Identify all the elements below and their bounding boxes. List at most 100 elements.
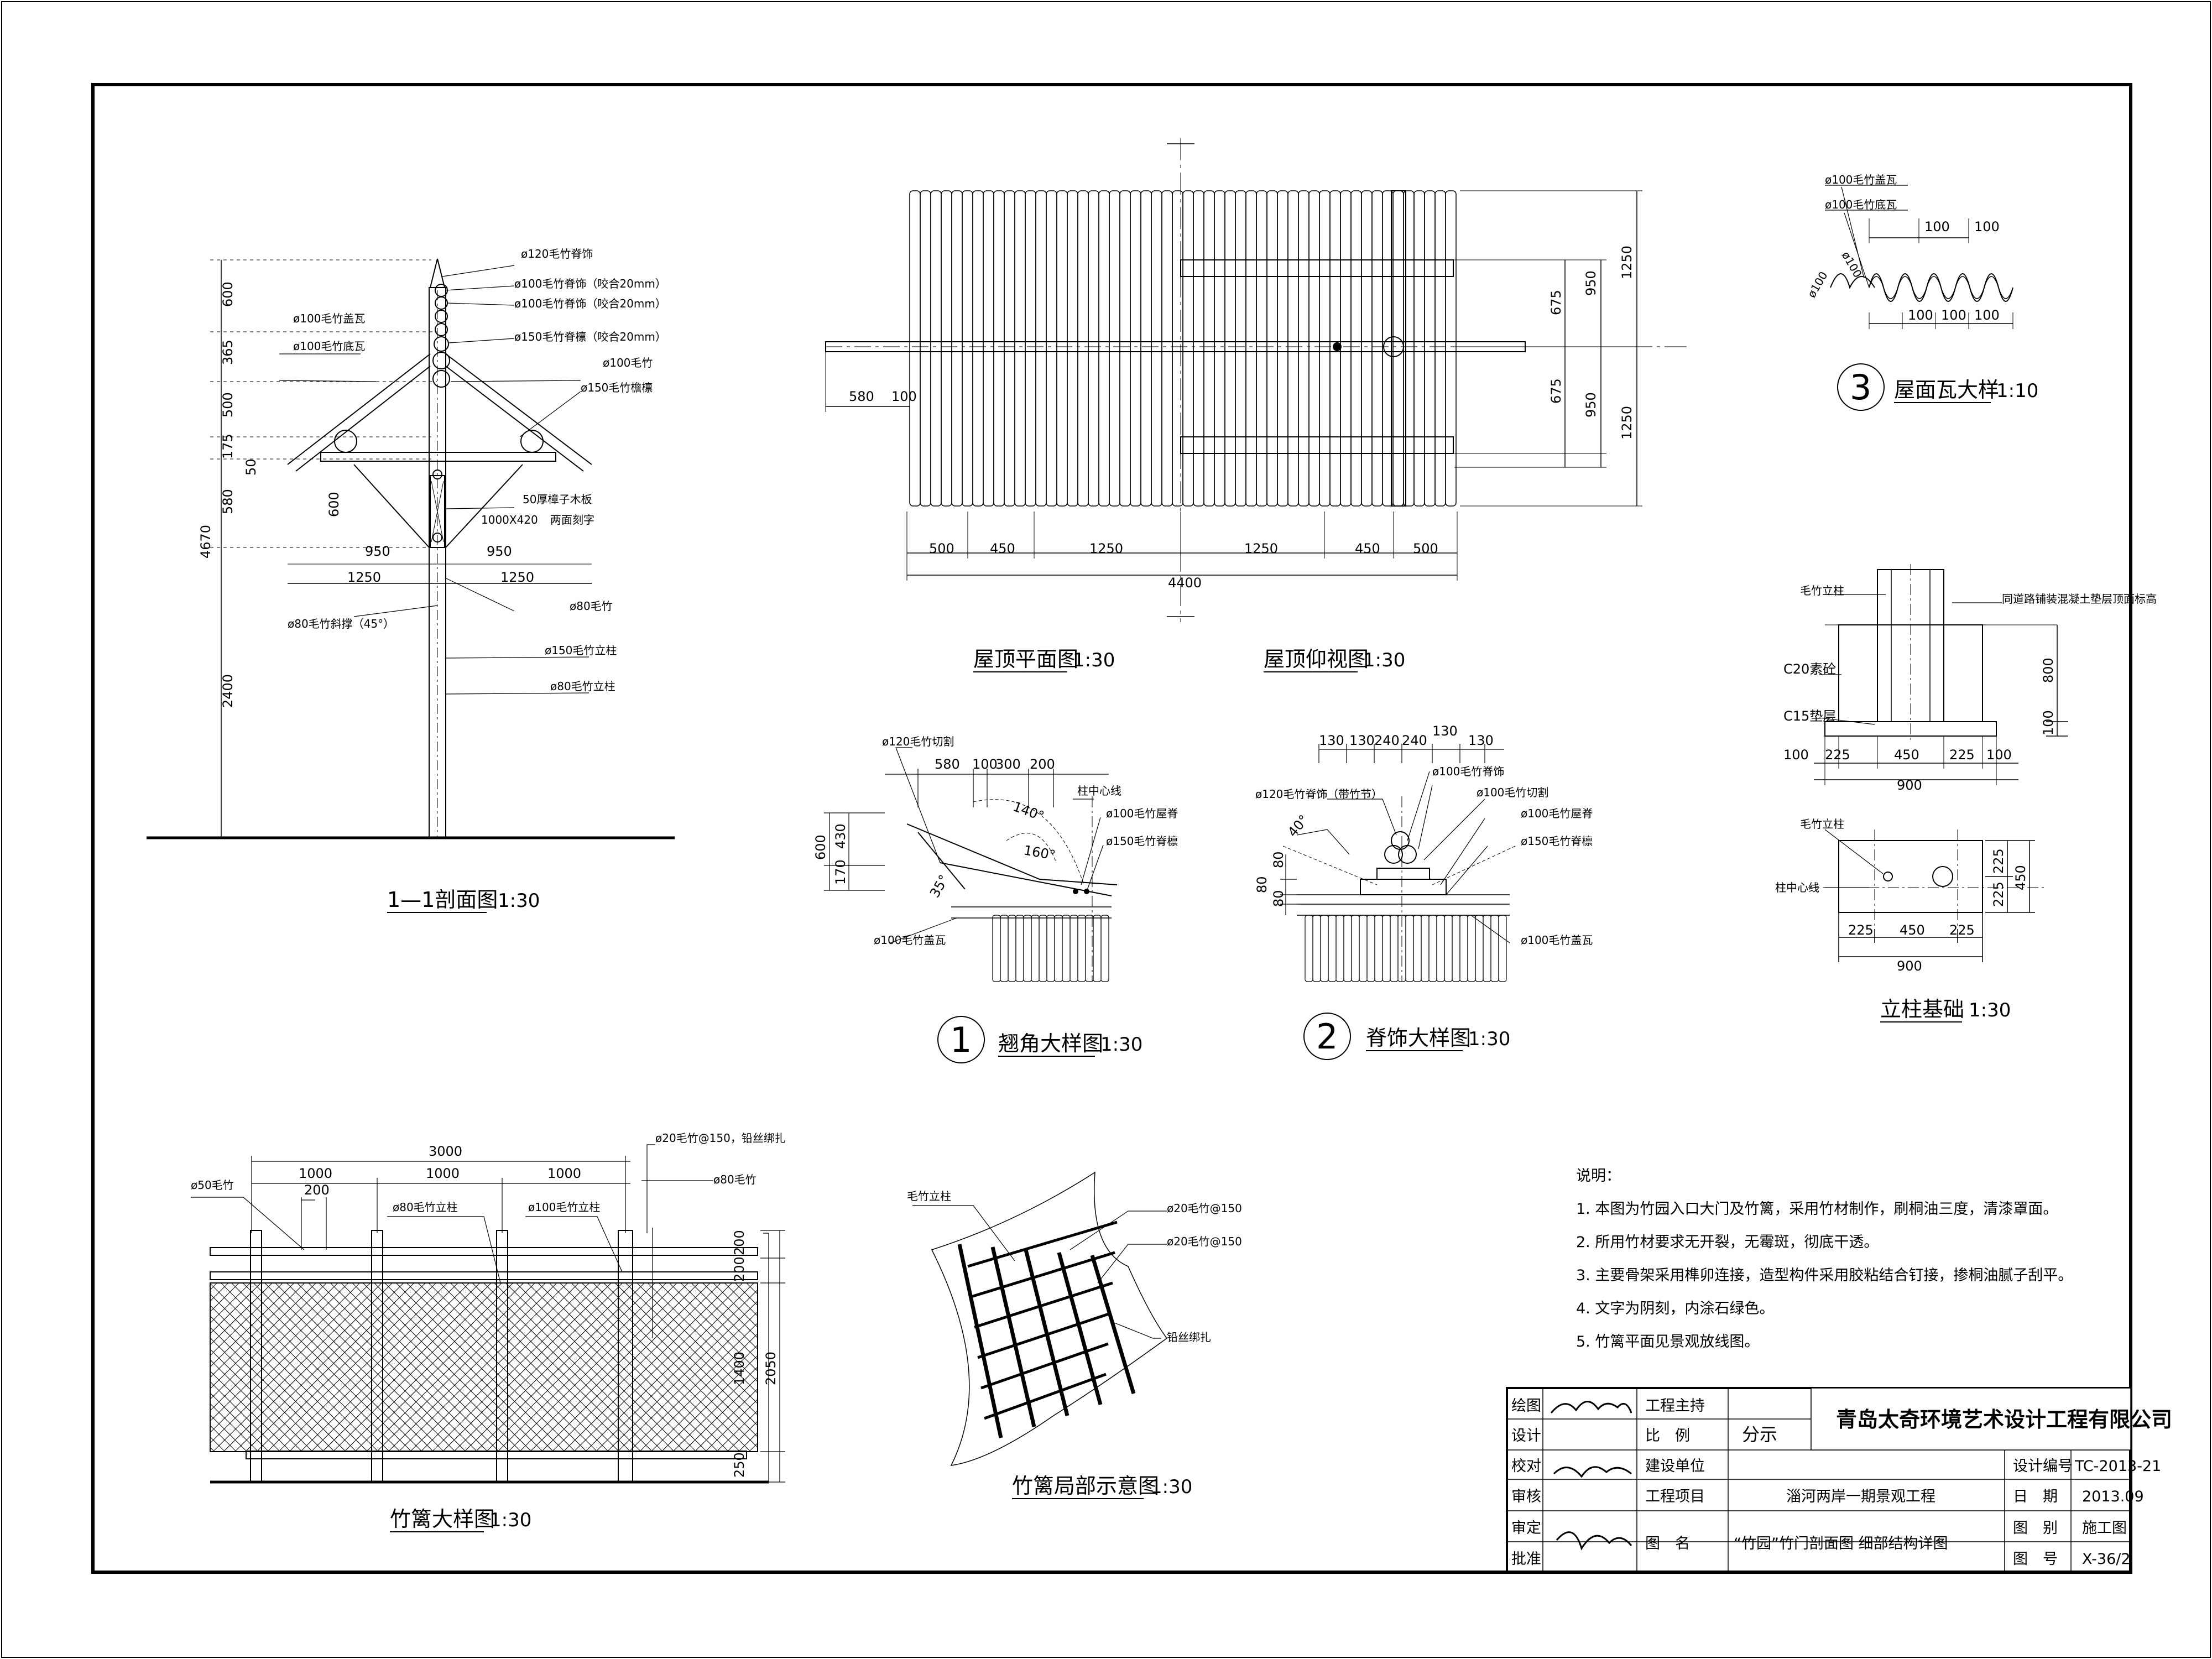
view-scale: 1:30 (1363, 649, 1405, 671)
bamboo-tile (1245, 190, 1257, 507)
bamboo-tile (962, 190, 973, 507)
callout: ø120毛竹脊饰 (1255, 787, 1327, 801)
dim: 450 (1894, 747, 1919, 763)
roof-plan: 500 450 1250 1250 450 500 4400 580 100 6… (825, 138, 1687, 672)
role-label: 校对 (1511, 1458, 1541, 1475)
dim: 1250 (1089, 541, 1123, 556)
callout: ø80毛竹 (713, 1173, 757, 1186)
callout: 50厚樟子木板 (523, 493, 592, 506)
callout: 柱中心线 (1775, 881, 1819, 894)
notes: 说明： 1. 本图为竹园入口大门及竹篱，采用竹材制作，刷桐油三度，清漆罩面。 2… (1576, 1167, 2073, 1350)
view-scale: 1:30 (1073, 649, 1115, 671)
dim: 4400 (1168, 575, 1202, 591)
view-scale: 1:30 (489, 1509, 531, 1531)
field-label: 图 名 (1645, 1535, 1690, 1552)
dim: 1400 (732, 1352, 747, 1385)
bamboo-tile (909, 190, 921, 507)
dim: 130 (1432, 723, 1458, 739)
bamboo-tile (1161, 190, 1173, 507)
view-scale: 1:30 (1969, 999, 2011, 1021)
dim: 80 (1271, 851, 1286, 868)
dim: 1250 (1244, 541, 1278, 556)
dim: 580 (849, 389, 874, 404)
bamboo-tile (1109, 190, 1120, 507)
dim: 100 (1974, 219, 2000, 234)
bamboo-tile (1046, 915, 1055, 982)
dim: 250 (732, 1452, 747, 1478)
dim: 900 (1897, 958, 1922, 974)
bamboo-tile (1350, 190, 1362, 507)
section-1-1: ø120毛竹脊饰 ø100毛竹脊饰（咬合20mm） ø100毛竹脊饰（咬合20m… (147, 247, 675, 913)
bamboo-tile (1490, 915, 1499, 982)
bamboo-tile (992, 915, 1001, 982)
dim: 225 (1991, 848, 2006, 874)
partial-rail (974, 1281, 1113, 1329)
bamboo-tile (1039, 915, 1047, 982)
angle: 35° (927, 872, 952, 900)
bamboo-tile (1015, 915, 1024, 982)
bamboo-tile (1403, 190, 1415, 507)
dim: 200 (732, 1230, 747, 1255)
dim: 365 (220, 340, 236, 365)
bamboo-tile (1266, 190, 1278, 507)
callout: ø80毛竹斜撑（45°） (288, 617, 394, 630)
callout: ø100毛竹脊饰（咬合20mm） (514, 277, 666, 290)
bamboo-tile (1319, 190, 1331, 507)
dim: 1000 (547, 1166, 581, 1181)
dim: 225 (1949, 747, 1975, 763)
callout: ø120毛竹切割 (882, 735, 954, 748)
dim: 1250 (347, 570, 381, 585)
view-title: 屋面瓦大样 (1894, 378, 1999, 402)
dim: 600 (220, 281, 236, 307)
note-item: 2. 所用竹材要求无开裂，无霉斑，彻底干透。 (1576, 1234, 1879, 1251)
ridge-tiles (1305, 915, 1507, 982)
dim: 580 (935, 757, 960, 772)
callout: 同道路铺装混凝土垫层顶面标高 (2002, 592, 2157, 606)
partial-rail (984, 1373, 1107, 1420)
bamboo-tile (1361, 190, 1373, 507)
dim: 100 (972, 757, 998, 772)
note-item: 5. 竹篱平面见景观放线图。 (1576, 1333, 1759, 1350)
dim: 4670 (198, 525, 213, 559)
scale-value: 分示 (1742, 1424, 1777, 1445)
view-scale: 1:30 (1150, 1476, 1192, 1498)
info-value: TC-2013-21 (2074, 1458, 2161, 1475)
name-board (430, 475, 445, 548)
corner-detail: ø120毛竹切割 柱中心线 ø100毛竹屋脊 ø150毛竹脊檩 ø100毛竹盖瓦… (813, 735, 1178, 1063)
view-title: 竹篱大样图 (390, 1507, 495, 1531)
bamboo-tile (1382, 915, 1391, 982)
bamboo-tile (1312, 915, 1321, 982)
bamboo-tile (1000, 915, 1009, 982)
bamboo-tile (920, 190, 931, 507)
callout: ø20毛竹@150，铅丝绑扎 (655, 1131, 786, 1145)
eave-purlin (334, 430, 357, 453)
bamboo-tile (1077, 190, 1089, 507)
bamboo-tile (1023, 915, 1032, 982)
dim: 130 (1349, 733, 1375, 748)
callout: 铅丝绑扎 (1167, 1331, 1211, 1344)
callout: ø100毛竹切割 (1477, 786, 1548, 799)
view-title: 翘角大样图 (998, 1031, 1103, 1056)
info-value: 施工图 (2082, 1520, 2127, 1537)
info-label: 图 号 (2013, 1551, 2058, 1568)
bamboo-tile (1046, 190, 1057, 507)
role-label: 批准 (1511, 1551, 1541, 1568)
view-scale: 1:30 (1100, 1034, 1142, 1056)
bamboo-tile (1445, 190, 1457, 507)
bamboo-tile (1498, 915, 1507, 982)
partial-post (1090, 1254, 1136, 1395)
callout: ø100毛竹脊饰（咬合20mm） (514, 297, 666, 310)
bamboo-tile (1444, 915, 1453, 982)
partial-rail (977, 1312, 1111, 1359)
bamboo-tile (1374, 915, 1383, 982)
view-title: 1—1剖面图 (387, 888, 498, 912)
detail-number: 2 (1316, 1016, 1338, 1057)
role-label: 绘图 (1511, 1397, 1541, 1415)
callout: ø20毛竹@150 (1167, 1235, 1242, 1248)
bamboo-tile (1098, 190, 1110, 507)
note-item: 4. 文字为阴刻，内涂石绿色。 (1576, 1300, 1774, 1317)
diagonal-brace (353, 464, 523, 548)
bamboo-tile (1335, 915, 1344, 982)
bamboo-tile (1093, 915, 1102, 982)
